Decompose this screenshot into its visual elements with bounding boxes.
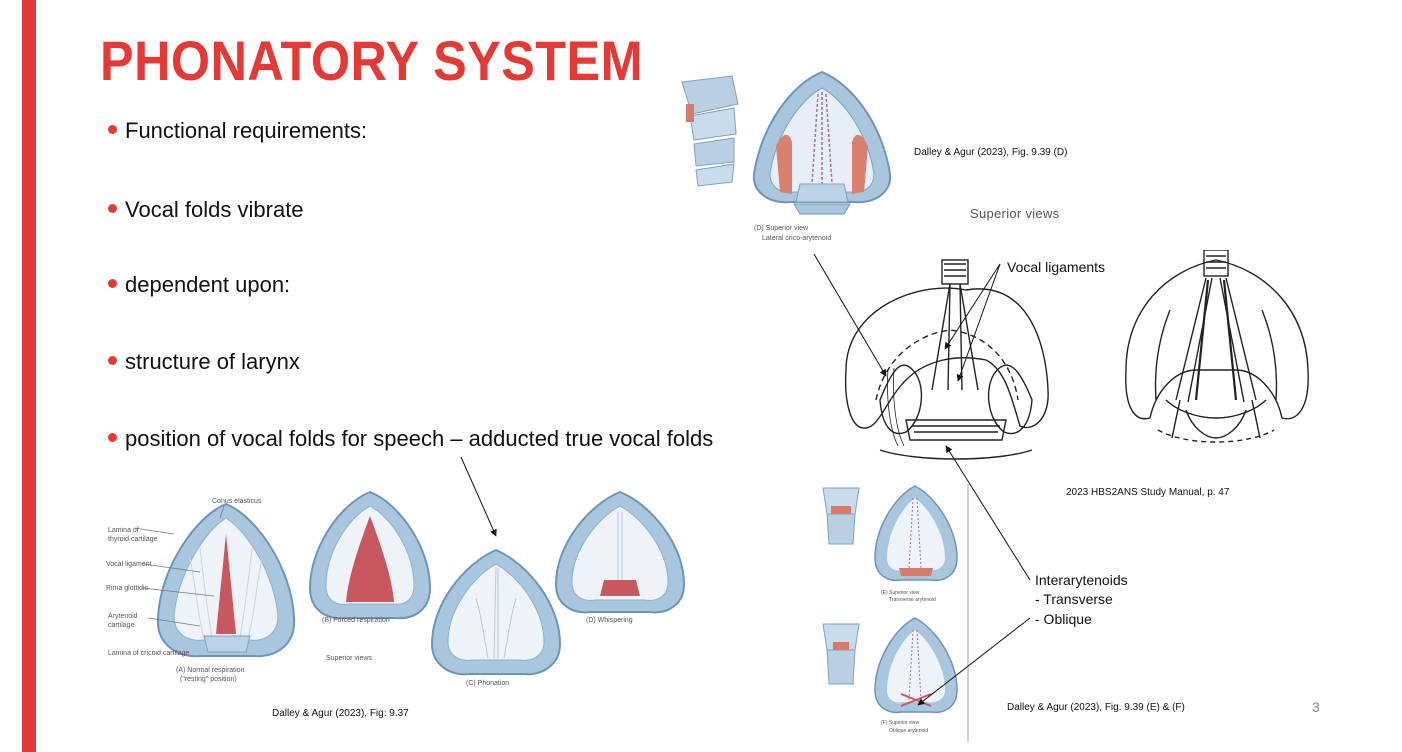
bullet-dot-icon	[108, 356, 117, 365]
normal-respiration-diagram	[156, 502, 296, 658]
svg-text:Oblique arytenoid: Oblique arytenoid	[889, 728, 928, 734]
svg-text:(D) Superior view: (D) Superior view	[754, 225, 809, 232]
svg-text:("resting" position): ("resting" position)	[180, 676, 237, 683]
svg-text:Lamina of: Lamina of	[108, 527, 139, 534]
slide-title: PHONATORY SYSTEM	[100, 29, 644, 92]
caption-bottom-right-figure: Dalley & Agur (2023), Fig. 9.39 (E) & (F…	[1007, 702, 1185, 713]
caption-top-figure: Dalley & Agur (2023), Fig. 9.39 (D)	[914, 147, 1068, 158]
vocal-fold-positions-figure: Conus elasticus Lamina of thyroid cartil…	[106, 490, 686, 687]
accent-bar	[22, 0, 36, 752]
svg-text:Rima glottidis: Rima glottidis	[106, 585, 149, 592]
oblique-label: - Oblique	[1035, 611, 1092, 627]
bullet-item: position of vocal folds for speech – add…	[108, 426, 713, 452]
vocal-ligaments-label: Vocal ligaments	[1007, 259, 1106, 275]
caption-bottom-left-figure: Dalley & Agur (2023), Fig: 9.37	[272, 708, 409, 719]
caption-study-manual: 2023 HBS2ANS Study Manual, p. 47	[1066, 487, 1230, 498]
svg-text:(D) Whispering: (D) Whispering	[586, 617, 633, 624]
superior-views-label: Superior views	[970, 206, 1060, 221]
bullet-dot-icon	[108, 279, 117, 288]
svg-text:Transverse arytenoid: Transverse arytenoid	[889, 597, 936, 603]
interarytenoid-figures: (E) Superior view Transverse arytenoid (…	[822, 484, 969, 742]
interarytenoids-label: Interarytenoids	[1035, 572, 1128, 588]
larynx-side-view-icon	[681, 75, 739, 187]
svg-text:(A) Normal respiration: (A) Normal respiration	[176, 667, 245, 674]
forced-respiration-diagram	[308, 490, 432, 620]
svg-text:Arytenoid: Arytenoid	[108, 613, 138, 620]
whispering-diagram	[554, 490, 686, 614]
svg-text:Lamina of cricoid cartilage: Lamina of cricoid cartilage	[108, 650, 189, 657]
transverse-label: - Transverse	[1035, 591, 1113, 607]
page-number: 3	[1312, 699, 1320, 715]
svg-text:(B) Forced respiration: (B) Forced respiration	[322, 617, 390, 624]
bullet-dot-icon	[108, 204, 117, 213]
bullet-dot-icon	[108, 125, 117, 134]
vocal-ligament-line-drawings	[844, 250, 1309, 460]
svg-text:(C) Phonation: (C) Phonation	[466, 680, 509, 687]
bullet-item: Functional requirements:	[108, 118, 367, 144]
svg-text:(E) Superior view: (E) Superior view	[881, 590, 920, 596]
larynx-superior-view-figure: (D) Superior view Lateral crico-arytenoi…	[681, 70, 892, 242]
svg-text:Conus elasticus: Conus elasticus	[212, 498, 262, 505]
bullet-item: structure of larynx	[108, 349, 300, 375]
svg-text:thyroid cartilage: thyroid cartilage	[108, 536, 158, 543]
bullet-item: dependent upon:	[108, 272, 290, 298]
bullet-item: Vocal folds vibrate	[108, 197, 304, 223]
svg-text:(F) Superior view: (F) Superior view	[881, 720, 919, 726]
svg-text:cartilage: cartilage	[108, 622, 135, 629]
bullet-dot-icon	[108, 433, 117, 442]
svg-text:Lateral crico-arytenoid: Lateral crico-arytenoid	[762, 235, 831, 242]
svg-text:Superior views: Superior views	[326, 655, 372, 662]
phonation-diagram	[430, 548, 562, 676]
svg-text:Vocal ligament: Vocal ligament	[106, 561, 152, 568]
